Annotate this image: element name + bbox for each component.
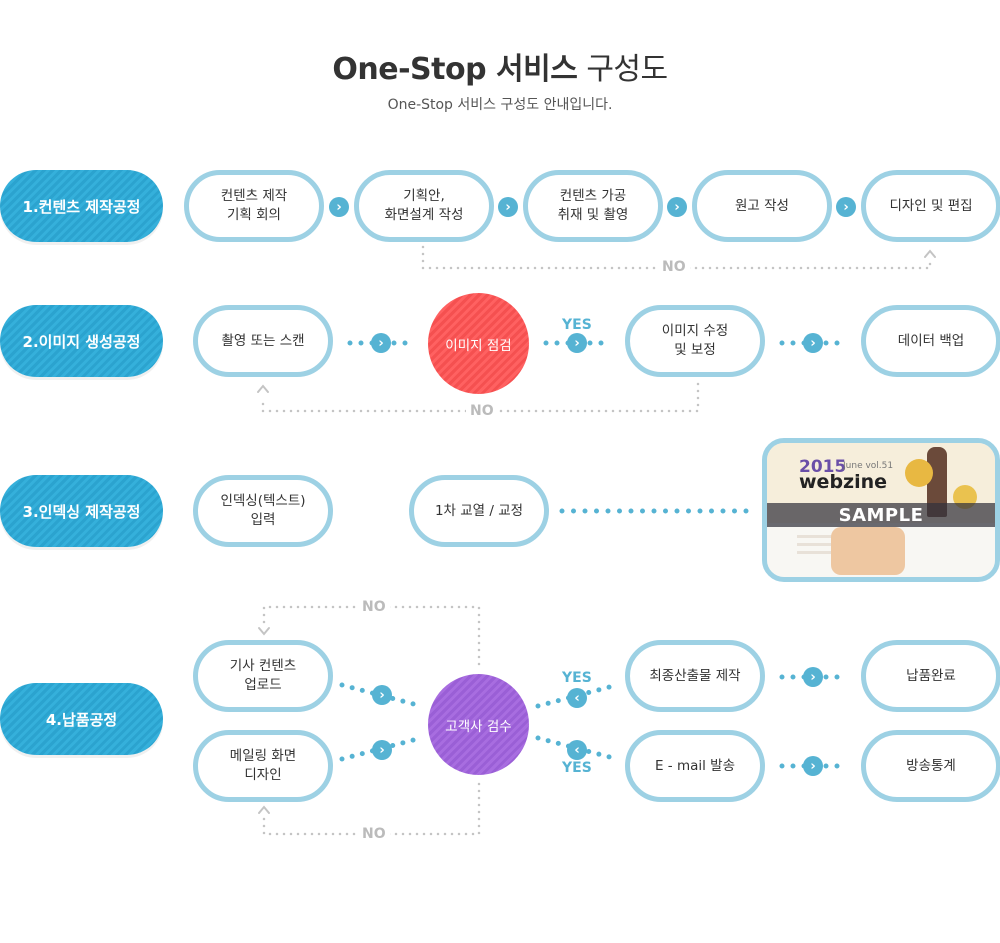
sample-year: 2015 (799, 457, 847, 477)
chevron-right-icon: › (372, 740, 392, 760)
row4-top-no-arrowhead (258, 627, 270, 636)
stage-4-pill: 4.납품공정 (0, 683, 163, 755)
step-article-upload: 기사 컨텐츠 업로드 (193, 640, 333, 712)
step-broadcast-stats: 방송통계 (861, 730, 1000, 802)
chevron-left-icon: ‹ (567, 688, 587, 708)
chevron-right-icon: › (498, 197, 518, 217)
sample-food-image (831, 527, 905, 575)
sample-brand: webzine (799, 471, 888, 493)
chevron-right-icon: › (567, 333, 587, 353)
image-check-node: 이미지 점검 (428, 293, 529, 394)
step-data-backup: 데이터 백업 (861, 305, 1000, 377)
chevron-right-icon: › (371, 333, 391, 353)
stage-3-pill: 3.인덱싱 제작공정 (0, 475, 163, 547)
chevron-right-icon: › (803, 667, 823, 687)
row2-no-label: NO (466, 403, 498, 419)
title-rest: 구성도 (577, 52, 668, 87)
step-scan: 촬영 또는 스캔 (193, 305, 333, 377)
title-bold: One-Stop 서비스 (332, 52, 578, 87)
row4-yes-final-label: YES (562, 670, 592, 686)
step-content-shooting: 컨텐츠 가공 취재 및 촬영 (523, 170, 663, 242)
chevron-right-icon: › (803, 333, 823, 353)
row4-top-no-connector (262, 605, 481, 666)
step-email-send: E - mail 발송 (625, 730, 765, 802)
sample-person-figure (927, 447, 947, 517)
row4-bottom-no-connector (262, 782, 481, 836)
row4-yes-email-label: YES (562, 760, 592, 776)
row4-bottom-no-arrowhead (258, 805, 270, 814)
client-review-node: 고객사 검수 (428, 674, 529, 775)
step-delivery-complete: 납품완료 (861, 640, 1000, 712)
step-content-planning: 컨텐츠 제작 기획 회의 (184, 170, 324, 242)
sample-fruit (905, 459, 933, 487)
stage-2-pill: 2.이미지 생성공정 (0, 305, 163, 377)
row1-no-connector (421, 245, 932, 270)
chevron-right-icon: › (329, 197, 349, 217)
row2-no-arrowhead (257, 384, 269, 393)
step-final-output: 최종산출물 제작 (625, 640, 765, 712)
step-image-edit: 이미지 수정 및 보정 (625, 305, 765, 377)
webzine-sample-thumbnail: 2015 June vol.51 webzine SAMPLE (762, 438, 1000, 582)
row1-no-arrowhead (924, 249, 936, 258)
step-design-edit: 디자인 및 편집 (861, 170, 1000, 242)
sample-volume: June vol.51 (843, 461, 894, 471)
step-planning-draft: 기획안, 화면설계 작성 (354, 170, 494, 242)
chevron-right-icon: › (372, 685, 392, 705)
sample-fade (767, 523, 995, 577)
chevron-left-icon: ‹ (567, 740, 587, 760)
step-indexing-input: 인덱싱(텍스트) 입력 (193, 475, 333, 547)
step-mailing-design: 메일링 화면 디자인 (193, 730, 333, 802)
step-manuscript: 원고 작성 (692, 170, 832, 242)
row4-bottom-no-label: NO (358, 826, 390, 842)
page-title: One-Stop 서비스 구성도 (0, 44, 1000, 88)
row4-top-no-label: NO (358, 599, 390, 615)
stage-1-pill: 1.컨텐츠 제작공정 (0, 170, 163, 242)
step-first-proof: 1차 교열 / 교정 (409, 475, 549, 547)
page-subtitle: One-Stop 서비스 구성도 안내입니다. (387, 97, 613, 113)
row1-no-label: NO (658, 259, 690, 275)
row2-yes-label: YES (562, 317, 592, 333)
chevron-right-icon: › (667, 197, 687, 217)
chevron-right-icon: › (836, 197, 856, 217)
sample-label: SAMPLE (767, 503, 995, 527)
chevron-right-icon: › (803, 756, 823, 776)
